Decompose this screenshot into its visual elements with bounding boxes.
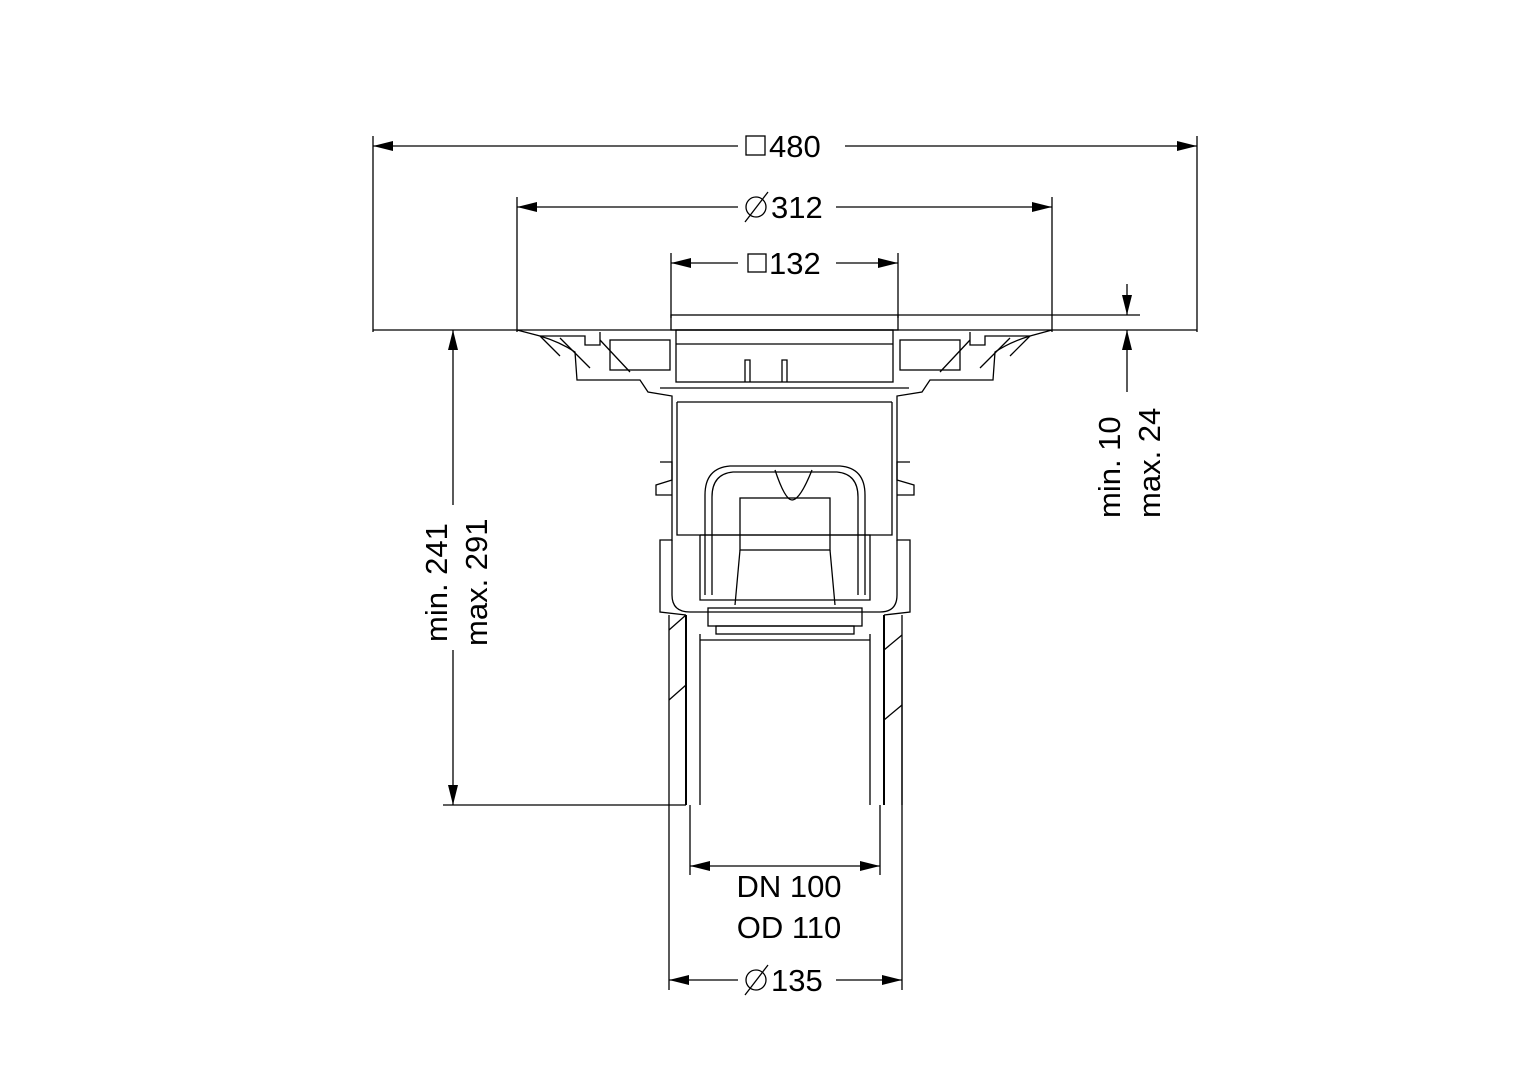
dimension-label-max: max. 24 bbox=[1132, 408, 1167, 518]
square-icon bbox=[747, 253, 767, 273]
dimension-label-max: max. 291 bbox=[459, 518, 494, 646]
dimension-312: 312 bbox=[516, 190, 1053, 332]
dimension-132: 132 bbox=[670, 246, 899, 318]
dimension-label: 135 bbox=[771, 963, 823, 998]
dimension-label: 312 bbox=[771, 190, 823, 225]
dimension-grate-height: min. 10 max. 24 bbox=[1092, 284, 1167, 518]
drain-body bbox=[516, 314, 1053, 805]
diameter-icon bbox=[744, 191, 769, 223]
dimension-label: 132 bbox=[769, 246, 821, 281]
dimension-label-min: min. 241 bbox=[419, 523, 454, 642]
nominal-size-label: DN 100 bbox=[736, 869, 841, 904]
outer-diameter-label: OD 110 bbox=[737, 910, 842, 945]
dimension-installation-height: min. 241 max. 291 bbox=[419, 330, 686, 806]
diameter-icon bbox=[744, 964, 769, 996]
dimension-480: 480 bbox=[372, 129, 1198, 332]
square-icon bbox=[745, 135, 766, 156]
dimension-dn100: DN 100 OD 110 bbox=[689, 805, 881, 945]
dimension-label-min: min. 10 bbox=[1092, 416, 1127, 518]
dimension-label: 480 bbox=[769, 129, 821, 164]
